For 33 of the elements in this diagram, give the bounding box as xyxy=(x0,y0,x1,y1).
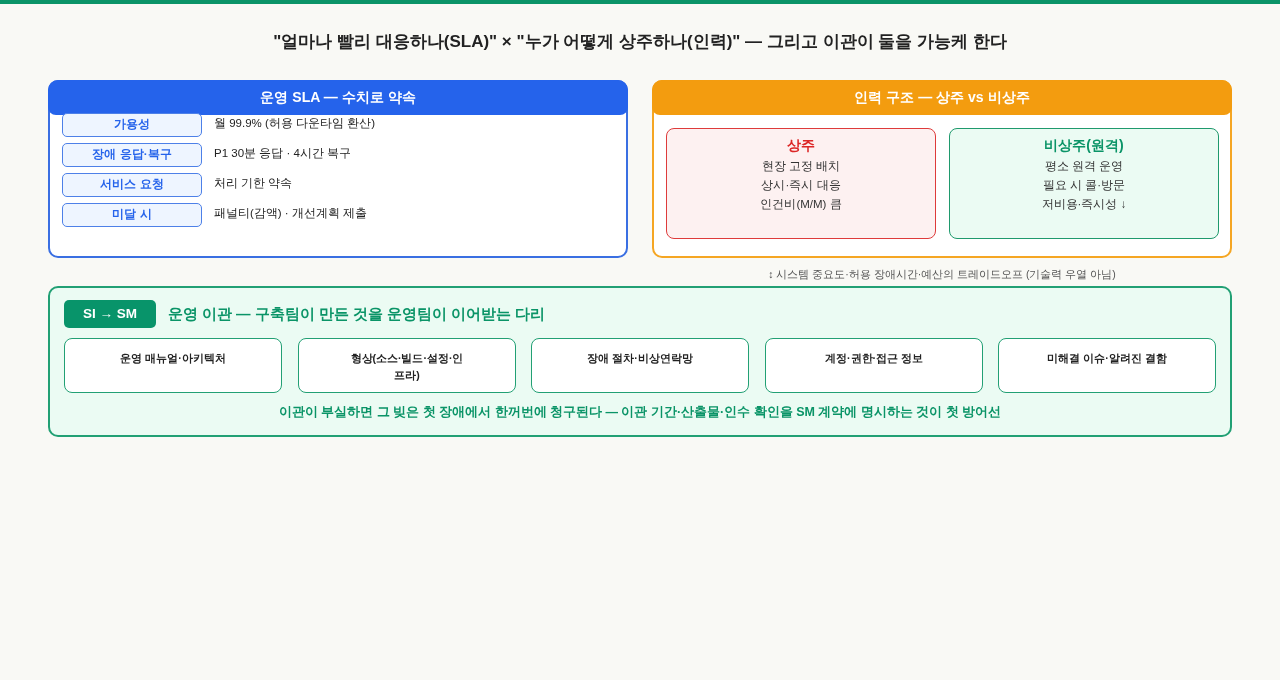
transition-badge: SI → SM xyxy=(64,300,156,328)
handover-item-card: 형상(소스·빌드·설정·인프라) xyxy=(298,338,516,393)
caption-note: ↕ 시스템 중요도·허용 장애시간·예산의 트레이드오프 (기술력 우열 아님) xyxy=(768,267,1116,281)
metric-tag: 장애 응답·복구 xyxy=(62,143,202,167)
card-line: 인건비(M/M) 큼 xyxy=(760,197,842,212)
sla-panel xyxy=(48,80,628,258)
metric-value: 처리 기한 약속 xyxy=(214,176,293,191)
card-line: 평소 원격 운영 xyxy=(1044,159,1124,174)
metric-tag: 가용성 xyxy=(62,113,202,137)
handover-item-card: 미해결 이슈·알려진 결함 xyxy=(998,338,1216,393)
metric-value: 패널티(감액) · 개선계획 제출 xyxy=(214,206,368,221)
handover-item-card: 장애 절차·비상연락망 xyxy=(531,338,749,393)
panel-header: 운영 SLA — 수치로 약속 xyxy=(48,80,628,115)
onsite-staff-card xyxy=(666,128,936,239)
metric-value: 월 99.9% (허용 다운타임 환산) xyxy=(214,116,376,131)
panel-footnote: 이관이 부실하면 그 빚은 첫 장애에서 한꺼번에 청구된다 — 이관 기간·산출물·인수 확인을 SM 계약에 명시하는 것이 첫 방어선 xyxy=(278,404,1002,421)
panel-header: 인력 구조 — 상주 vs 비상주 xyxy=(652,80,1232,115)
card-line: 필요 시 콜·방문 xyxy=(1042,178,1126,193)
card-heading: 비상주(원격) xyxy=(1044,136,1124,155)
metric-value: P1 30분 응답 · 4시간 복구 xyxy=(214,146,352,161)
metric-tag: 서비스 요청 xyxy=(62,173,202,197)
handover-item-card: 계정·권한·접근 정보 xyxy=(765,338,983,393)
card-line: 저비용·즉시성 ↓ xyxy=(1041,197,1127,212)
card-heading: 상주 xyxy=(787,136,815,155)
remote-staff-card xyxy=(949,128,1219,239)
card-line: 현장 고정 배치 xyxy=(761,159,841,174)
metric-tag: 미달 시 xyxy=(62,203,202,227)
diagram-title: "얼마나 빨리 대응하나(SLA)" × "누가 어떻게 상주하나(인력)" — 그리고 이관이 둘을 가능케 한다 xyxy=(273,31,1007,53)
card-line: 상시·즉시 대응 xyxy=(761,178,841,193)
handover-item-card: 운영 매뉴얼·아키텍처 xyxy=(64,338,282,393)
staffing-panel xyxy=(652,80,1232,258)
transition-panel xyxy=(48,286,1232,437)
panel-heading: 운영 이관 — 구축팀이 만든 것을 운영팀이 이어받는 다리 xyxy=(168,305,545,324)
